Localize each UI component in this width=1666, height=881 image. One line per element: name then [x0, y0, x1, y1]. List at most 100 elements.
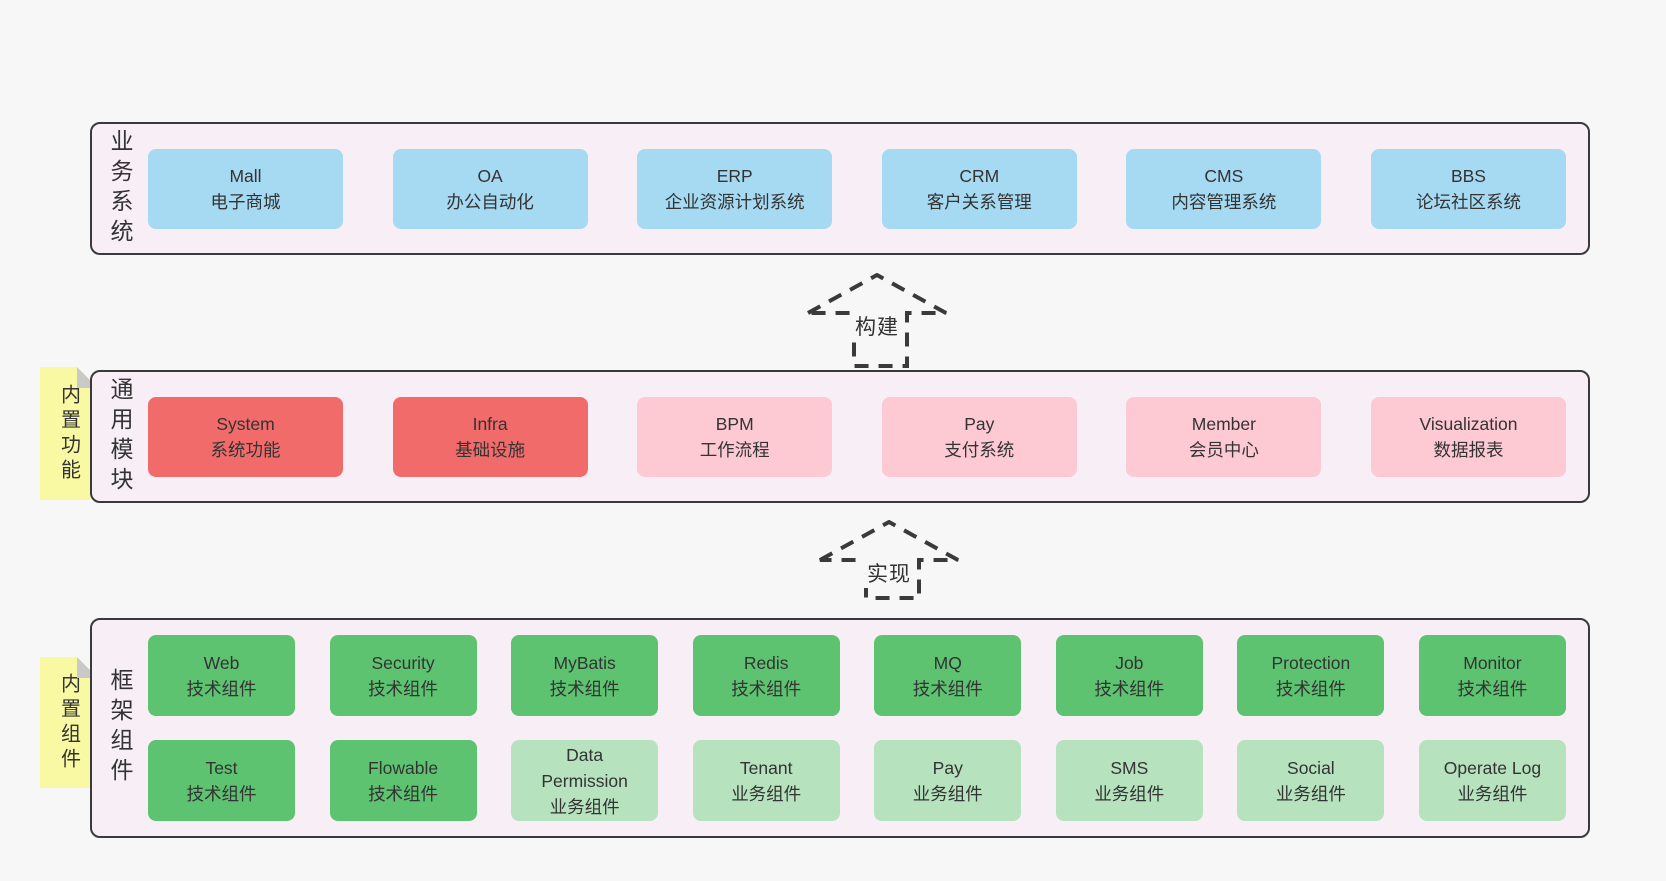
panel-label-column: 业务系统 [92, 124, 148, 253]
panel-label-column: 框架组件 [92, 620, 148, 836]
box-pay-component: Pay 业务组件 [874, 740, 1022, 821]
box-bbs: BBS 论坛社区系统 [1370, 148, 1566, 229]
box-name: CRM [959, 165, 1000, 186]
framework-components-panel: 框架组件 Web 技术组件 Security 技术组件 MyBatis 技术组件… [90, 618, 1590, 838]
business-systems-row: Mall 电子商城 OA 办公自动化 ERP 企业资源计划系统 CRM 客户关系… [148, 124, 1588, 253]
box-subtitle: 业务组件 [1275, 783, 1346, 804]
box-test: Test 技术组件 [148, 740, 295, 821]
box-protection: Protection 技术组件 [1237, 635, 1385, 716]
biz-components-row: Test 技术组件 Flowable 技术组件 Data Permission … [148, 740, 1566, 821]
box-name: OA [477, 165, 503, 186]
build-arrow-icon: 构建 [806, 273, 948, 368]
box-name: Protection [1271, 652, 1351, 673]
implement-arrow-icon: 实现 [818, 520, 960, 600]
box-name: Job [1115, 652, 1144, 673]
box-name: Visualization [1419, 413, 1518, 434]
box-subtitle: 技术组件 [368, 783, 439, 804]
box-subtitle: 技术组件 [1275, 678, 1346, 699]
box-name: Data Permission [541, 744, 628, 791]
box-subtitle: 技术组件 [1094, 678, 1165, 699]
box-name: Flowable [368, 757, 439, 778]
box-name: Web [203, 652, 240, 673]
box-subtitle: 办公自动化 [446, 191, 534, 212]
box-sms: SMS 业务组件 [1055, 740, 1203, 821]
box-cms: CMS 内容管理系统 [1126, 148, 1322, 229]
box-oa: OA 办公自动化 [392, 148, 588, 229]
box-mybatis: MyBatis 技术组件 [511, 635, 659, 716]
box-web: Web 技术组件 [148, 635, 295, 716]
box-subtitle: 技术组件 [186, 678, 257, 699]
box-name: BBS [1450, 165, 1486, 186]
box-subtitle: 电子商城 [210, 191, 281, 212]
box-name: MQ [933, 652, 962, 673]
box-crm: CRM 客户关系管理 [881, 148, 1077, 229]
box-visualization: Visualization 数据报表 [1370, 396, 1566, 477]
arrow-label: 实现 [864, 558, 914, 588]
framework-components-grid: Web 技术组件 Security 技术组件 MyBatis 技术组件 Redi… [148, 620, 1588, 836]
box-subtitle: 技术组件 [912, 678, 983, 699]
box-name: Member [1191, 413, 1256, 434]
box-subtitle: 企业资源计划系统 [664, 191, 805, 212]
box-subtitle: 论坛社区系统 [1415, 191, 1521, 212]
box-name: Mall [229, 165, 262, 186]
box-subtitle: 业务组件 [731, 783, 802, 804]
box-name: Security [371, 652, 435, 673]
box-tenant: Tenant 业务组件 [692, 740, 840, 821]
box-subtitle: 技术组件 [731, 678, 802, 699]
panel-title: 业务系统 [107, 128, 133, 249]
box-erp: ERP 企业资源计划系统 [637, 148, 833, 229]
box-subtitle: 业务组件 [1094, 783, 1165, 804]
box-pay-system: Pay 支付系统 [881, 396, 1077, 477]
panel-title: 通用模块 [107, 376, 133, 497]
box-subtitle: 业务组件 [912, 783, 983, 804]
sticky-note-built-in-features: 内置功能 [40, 367, 98, 500]
box-operate-log: Operate Log 业务组件 [1418, 740, 1566, 821]
box-name: System [216, 413, 275, 434]
box-name: Redis [743, 652, 789, 673]
box-bpm: BPM 工作流程 [637, 396, 833, 477]
panel-label-column: 通用模块 [92, 372, 148, 501]
box-infra: Infra 基础设施 [392, 396, 588, 477]
box-subtitle: 工作流程 [699, 439, 770, 460]
box-job: Job 技术组件 [1055, 635, 1203, 716]
common-modules-row: System 系统功能 Infra 基础设施 BPM 工作流程 Pay 支付系统… [148, 372, 1588, 501]
box-data-permission: Data Permission 业务组件 [511, 740, 659, 821]
box-subtitle: 技术组件 [1457, 678, 1528, 699]
box-name: Monitor [1463, 652, 1522, 673]
box-security: Security 技术组件 [329, 635, 477, 716]
box-subtitle: 数据报表 [1433, 439, 1504, 460]
tech-components-row: Web 技术组件 Security 技术组件 MyBatis 技术组件 Redi… [148, 635, 1566, 716]
box-subtitle: 客户关系管理 [926, 191, 1032, 212]
box-subtitle: 技术组件 [368, 678, 439, 699]
box-name: CMS [1204, 165, 1244, 186]
arrow-label: 构建 [852, 311, 902, 341]
box-subtitle: 会员中心 [1188, 439, 1259, 460]
sticky-note-label: 内置组件 [57, 672, 80, 773]
box-social: Social 业务组件 [1237, 740, 1385, 821]
box-name: Pay [964, 413, 995, 434]
box-name: SMS [1110, 757, 1149, 778]
box-subtitle: 系统功能 [210, 439, 281, 460]
box-subtitle: 技术组件 [549, 678, 620, 699]
box-redis: Redis 技术组件 [692, 635, 840, 716]
box-name: BPM [715, 413, 754, 434]
box-subtitle: 支付系统 [944, 439, 1015, 460]
box-name: Infra [472, 413, 508, 434]
box-name: MyBatis [553, 652, 616, 673]
box-subtitle: 基础设施 [455, 439, 526, 460]
box-name: ERP [716, 165, 753, 186]
box-name: Tenant [739, 757, 793, 778]
box-flowable: Flowable 技术组件 [329, 740, 477, 821]
box-mall: Mall 电子商城 [148, 148, 343, 229]
box-subtitle: 内容管理系统 [1171, 191, 1277, 212]
business-systems-panel: 业务系统 Mall 电子商城 OA 办公自动化 ERP 企业资源计划系统 CRM… [90, 122, 1590, 255]
box-subtitle: 业务组件 [1457, 783, 1528, 804]
box-member: Member 会员中心 [1126, 396, 1322, 477]
common-modules-panel: 通用模块 System 系统功能 Infra 基础设施 BPM 工作流程 Pay… [90, 370, 1590, 503]
box-system: System 系统功能 [148, 396, 343, 477]
box-monitor: Monitor 技术组件 [1418, 635, 1566, 716]
box-subtitle: 技术组件 [186, 783, 257, 804]
sticky-note-label: 内置功能 [57, 383, 80, 484]
box-name: Test [205, 757, 238, 778]
